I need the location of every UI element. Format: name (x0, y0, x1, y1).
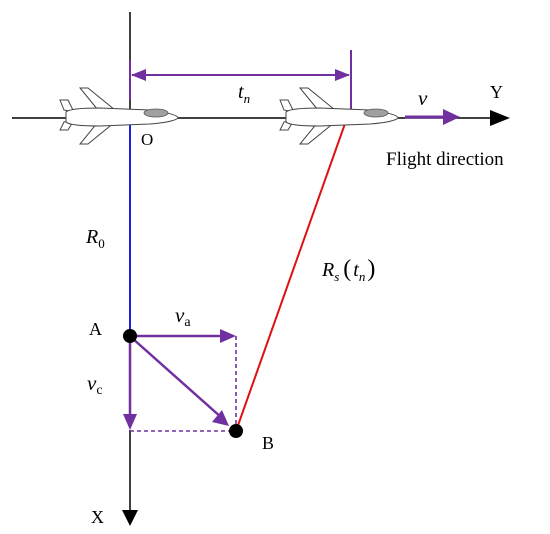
rs-line (235, 117, 348, 432)
r0-label: R0 (85, 226, 105, 251)
airplane-icon (59, 87, 179, 145)
vc-label: vc (87, 371, 103, 398)
point-b-label: B (262, 433, 274, 453)
v-label: v (418, 86, 428, 110)
axis-y-label: Y (490, 82, 503, 102)
rs-label: Rs(tn) (321, 256, 375, 284)
point-a-label: A (89, 319, 102, 339)
tn-label: tn (238, 81, 250, 106)
flight-direction-label: Flight direction (386, 149, 504, 170)
origin-label: O (141, 130, 153, 149)
point-b (229, 424, 243, 438)
axis-x-label: X (91, 507, 104, 527)
x-axis-arrowhead (122, 510, 138, 526)
velocity-vc-arrowhead (123, 414, 137, 430)
resultant-velocity-arrowhead (212, 410, 229, 426)
airplane-icon (279, 87, 399, 145)
tn-arrow-left (131, 69, 146, 81)
y-axis-arrowhead (490, 110, 510, 126)
tn-arrow-right (335, 69, 350, 81)
velocity-va-arrowhead (220, 329, 236, 343)
va-label: va (175, 303, 191, 330)
resultant-velocity-arrow (131, 337, 223, 419)
point-a (123, 329, 137, 343)
velocity-v-arrowhead (443, 109, 460, 125)
